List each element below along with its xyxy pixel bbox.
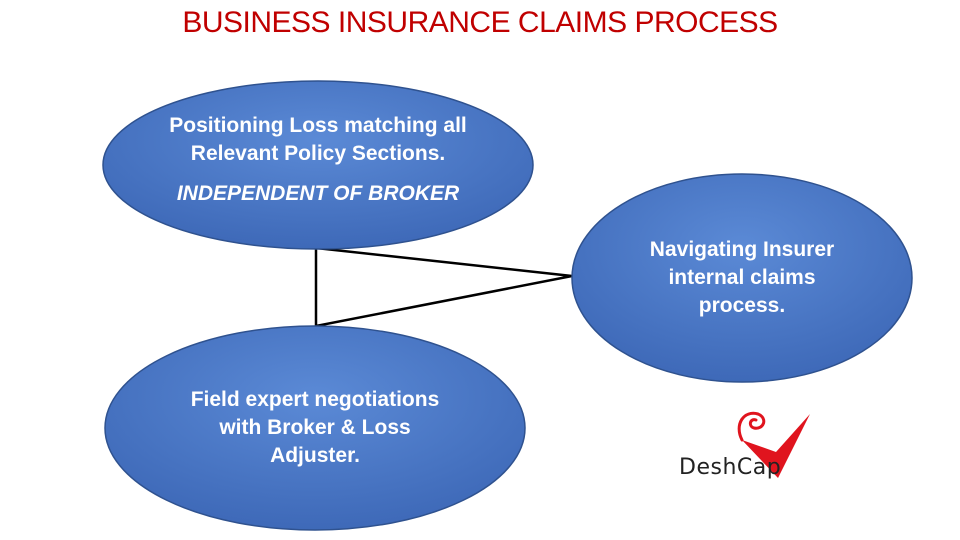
- node-bottom-line-3: Adjuster.: [270, 444, 360, 467]
- node-top-label: Positioning Loss matching all Relevant P…: [103, 95, 533, 225]
- node-right-line-2: internal claims: [668, 266, 816, 289]
- connector-triangle: [314, 246, 573, 328]
- node-bottom-line-1: Field expert negotiations: [190, 388, 440, 411]
- node-bottom-line-2: with Broker & Loss: [219, 416, 411, 439]
- node-right-shape[interactable]: [571, 173, 913, 383]
- node-right-label: Navigating Insurer internal claims proce…: [572, 224, 912, 332]
- deshcap-logo-icon: [737, 411, 810, 478]
- deshcap-logo-text: DeshCap: [679, 455, 782, 480]
- node-top-line-1: Positioning Loss matching all: [169, 114, 467, 137]
- node-right-line-3: process.: [698, 294, 786, 317]
- node-top-shape[interactable]: [102, 80, 534, 250]
- node-right-line-1: Navigating Insurer: [649, 238, 835, 261]
- node-top-subtitle: INDEPENDENT OF BROKER: [176, 182, 460, 205]
- node-bottom-shape[interactable]: [104, 325, 526, 531]
- node-top-line-2: Relevant Policy Sections.: [190, 142, 446, 165]
- page-title: BUSINESS INSURANCE CLAIMS PROCESS: [182, 6, 778, 39]
- node-bottom-label: Field expert negotiations with Broker & …: [105, 374, 525, 482]
